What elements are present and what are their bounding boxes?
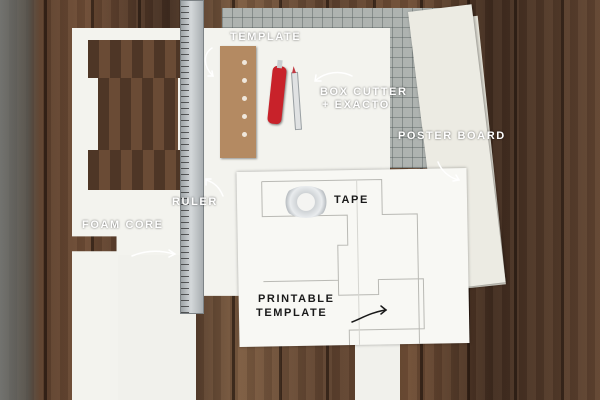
- template-hole: [242, 114, 247, 119]
- arrow-icon: [204, 47, 214, 77]
- arrow-icon: [315, 71, 353, 81]
- template-hole: [242, 78, 247, 83]
- foam-core-cutout-bottom: [88, 150, 198, 190]
- printable-template-sheet: [236, 168, 470, 347]
- arrow-icon: [314, 74, 322, 82]
- arrow-icon: [168, 249, 177, 258]
- tape-roll: [282, 186, 330, 218]
- label-box-cutter: BOX CUTTER: [320, 86, 408, 98]
- arrow-icon: [452, 174, 461, 182]
- template-outline: [261, 178, 425, 346]
- template-hole: [242, 132, 247, 137]
- metal-ruler: [180, 0, 204, 314]
- arrow-icon: [205, 178, 212, 186]
- foam-core-cutout-top: [88, 40, 198, 78]
- label-printable-template: TEMPLATE: [256, 307, 328, 319]
- template-hole: [242, 60, 247, 65]
- floor-edge-shadow: [0, 0, 40, 400]
- template-hole: [242, 96, 247, 101]
- label-exacto: + EXACTO: [322, 99, 390, 111]
- label-tape: TAPE: [334, 194, 369, 206]
- label-foam-core: FOAM CORE: [82, 219, 164, 231]
- label-printable: PRINTABLE: [258, 293, 335, 305]
- arrow-icon: [380, 305, 388, 315]
- arrow-icon: [207, 70, 214, 77]
- arrow-icon: [131, 250, 175, 257]
- arrow-icon: [205, 179, 224, 197]
- label-template: TEMPLATE: [230, 31, 302, 43]
- label-ruler: RULER: [172, 196, 218, 208]
- label-poster-board: POSTER BOARD: [398, 130, 506, 142]
- cardboard-template: [220, 46, 256, 158]
- arrow-icon: [437, 161, 460, 181]
- foam-core-lower-strip: [355, 335, 400, 400]
- arrow-icon: [351, 309, 387, 323]
- foam-core-cutout-middle: [98, 78, 178, 150]
